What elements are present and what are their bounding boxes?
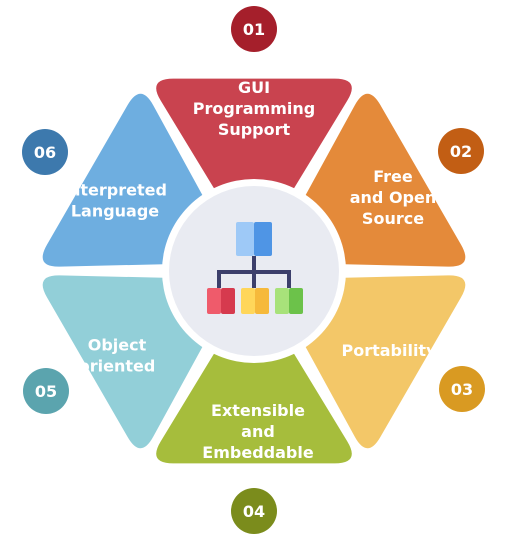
number-badge-04 (231, 488, 277, 534)
badge-number: 06 (34, 143, 56, 162)
segment-label-line: and (241, 422, 275, 441)
segment-label-line: Interpreted (63, 181, 167, 200)
petal-segment-02 (299, 93, 466, 267)
number-badge-03 (439, 366, 485, 412)
number-badge-06 (22, 129, 68, 175)
icon-mid-drop (252, 270, 256, 288)
segment-label-line: Extensible (211, 401, 305, 420)
icon-leaf-yellow-b (255, 288, 269, 314)
icon-leaf-yellow-a (241, 288, 255, 314)
segment-label-line: Language (71, 202, 159, 221)
segment-label-line: Portability (341, 341, 437, 360)
segment-label-line: Support (218, 120, 291, 139)
icon-leaf-green-a (275, 288, 289, 314)
icon-leaf-green-b (289, 288, 303, 314)
petal-segment-04 (156, 343, 352, 464)
number-badges: 01 02 03 04 05 06 (18, 2, 489, 538)
segment-label-line: GUI (238, 78, 270, 97)
segment-label-line: Programming (193, 99, 315, 118)
icon-left-drop (217, 270, 221, 288)
petal-segments (42, 78, 466, 464)
number-badge-01 (231, 6, 277, 52)
badge-number: 03 (451, 380, 473, 399)
badge-number: 05 (35, 382, 57, 401)
petal-segment-05 (42, 275, 209, 449)
segment-label-line: and Open (350, 188, 437, 207)
icon-root-box-right (254, 222, 272, 256)
icon-stem (252, 256, 256, 272)
segment-label-line: oriented (79, 357, 156, 376)
segment-label-03: Portability (341, 341, 437, 360)
icon-root-box-left (236, 222, 254, 256)
icon-right-drop (287, 270, 291, 288)
icon-leaf-red-b (221, 288, 235, 314)
segment-label-line: Source (362, 209, 424, 228)
badge-number: 01 (243, 20, 265, 39)
number-badge-02 (438, 128, 484, 174)
segment-label-05: Object oriented (79, 336, 156, 376)
petal-segment-06 (42, 93, 209, 267)
segment-label-line: Object (88, 336, 147, 355)
badge-number: 02 (450, 142, 472, 161)
segment-label-line: Embeddable (202, 443, 314, 462)
number-badge-05 (23, 368, 69, 414)
badge-number: 04 (243, 502, 265, 521)
segment-label-line: Free (373, 167, 413, 186)
hierarchy-network-icon (207, 222, 303, 314)
icon-leaf-red-a (207, 288, 221, 314)
petal-segment-01 (156, 78, 352, 199)
petal-segment-03 (299, 275, 466, 449)
